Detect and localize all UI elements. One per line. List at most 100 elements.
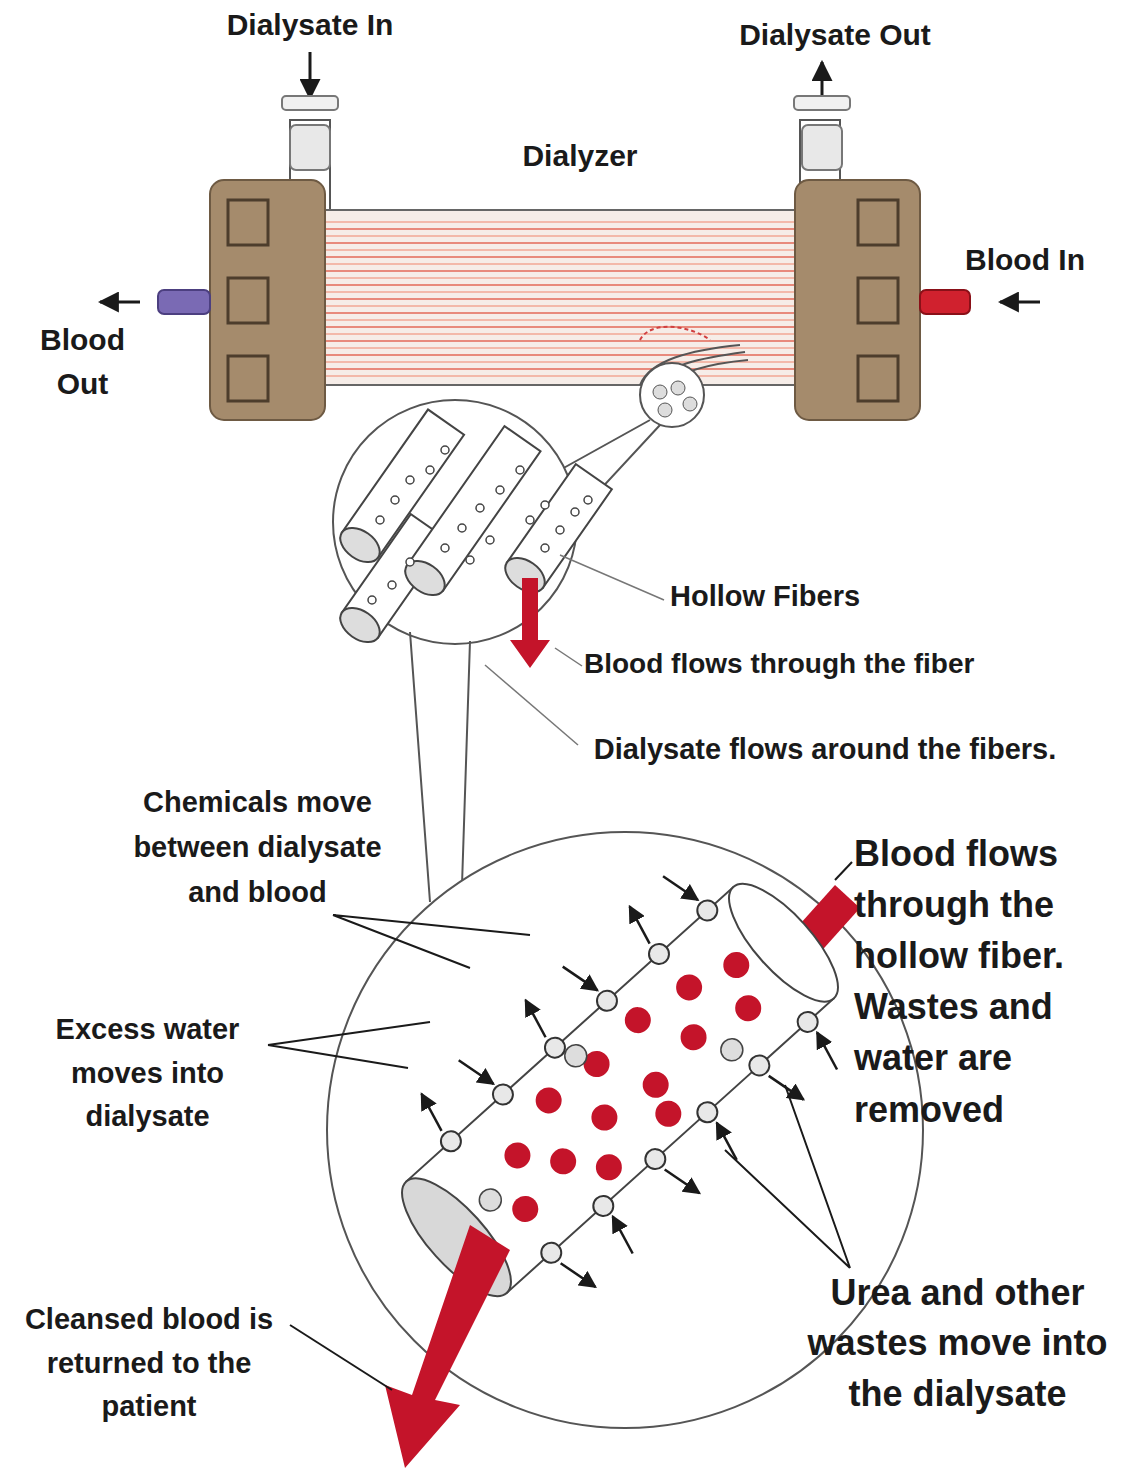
fiber-line: [325, 347, 800, 349]
pore: [526, 516, 534, 524]
fiber-line: [325, 284, 800, 286]
fiber-line: [325, 270, 800, 272]
blood-cell: [591, 1149, 628, 1186]
pore: [516, 466, 524, 474]
part-label: Hollow Fibers: [670, 578, 950, 616]
blood-cell: [675, 1019, 712, 1056]
pore: [388, 581, 396, 589]
pore: [466, 556, 474, 564]
exchange-arrow: [459, 1054, 494, 1091]
flow-arrow: [1000, 301, 1040, 304]
pore: [441, 446, 449, 454]
leader-line: [560, 555, 664, 600]
fiber-line: [325, 235, 800, 237]
pore: [406, 476, 414, 484]
exchange-arrow: [561, 1257, 596, 1294]
pore: [693, 1098, 721, 1126]
blood-cell: [507, 1191, 544, 1228]
leader-line: [555, 648, 582, 666]
fiber-line: [325, 333, 800, 335]
fiber-line: [325, 291, 800, 293]
device-label: Dialyzer: [490, 136, 670, 175]
blood-cell: [499, 1137, 536, 1174]
pore: [496, 486, 504, 494]
flow-note: Blood flows through the fiber: [584, 646, 1119, 682]
pore: [716, 1034, 747, 1065]
exchange-arrow: [414, 1094, 449, 1131]
fiber-line: [325, 326, 800, 328]
fiber-line: [325, 368, 800, 370]
exchange-arrow: [605, 1216, 640, 1253]
leader-line: [268, 1022, 430, 1068]
leader-line: [290, 1325, 392, 1390]
leader-line: [485, 665, 578, 745]
exchange-arrow: [518, 1000, 553, 1037]
blood-cell: [637, 1066, 674, 1103]
port-label: Blood In: [935, 240, 1115, 279]
pore: [437, 1127, 465, 1155]
pore: [584, 496, 592, 504]
pore: [368, 596, 376, 604]
fiber-line: [325, 263, 800, 265]
pore: [426, 466, 434, 474]
fiber-line: [325, 277, 800, 279]
process-note: Urea and other wastes move into the dial…: [800, 1268, 1115, 1419]
fiber-line: [325, 221, 800, 223]
pore: [441, 544, 449, 552]
fiber-line: [325, 312, 800, 314]
pore: [541, 501, 549, 509]
process-note: Excess water moves into dialysate: [15, 1008, 280, 1139]
exchange-arrow: [709, 1123, 744, 1160]
port-label: Dialysate In: [195, 5, 425, 44]
pore: [556, 526, 564, 534]
pore: [571, 508, 579, 516]
fiber-line: [325, 242, 800, 244]
fiber-line: [325, 340, 800, 342]
exchange-arrow: [663, 870, 698, 907]
pore: [458, 524, 466, 532]
fiber-line: [325, 305, 800, 307]
flow-arrow: [309, 52, 312, 98]
flow-arrow: [821, 62, 824, 100]
pore: [391, 496, 399, 504]
blood-cell: [530, 1082, 567, 1119]
pore: [486, 536, 494, 544]
pore: [541, 544, 549, 552]
fiber-line: [325, 249, 800, 251]
pore: [475, 1185, 506, 1216]
exchange-arrow: [810, 1032, 845, 1069]
pore: [541, 1034, 569, 1062]
magnified-single-fiber: [327, 827, 923, 1468]
blood-cell: [718, 947, 755, 984]
pore: [376, 516, 384, 524]
port-label: Dialysate Out: [700, 15, 970, 54]
blood-cell: [650, 1095, 687, 1132]
magnified-fibers: [333, 400, 612, 668]
flow-arrow: [100, 301, 140, 304]
leader-line: [333, 915, 530, 968]
pore: [794, 1008, 822, 1036]
leader-line: [725, 1085, 850, 1268]
fiber-line: [325, 228, 800, 230]
port-label: Blood Out: [15, 318, 150, 405]
process-note: Cleansed blood is returned to the patien…: [4, 1298, 294, 1429]
pore: [645, 940, 673, 968]
callout-pointer: [410, 632, 470, 902]
blood-cell: [730, 990, 767, 1027]
pore: [406, 558, 414, 566]
pore: [589, 1192, 617, 1220]
flow-note: Dialysate flows around the fibers.: [575, 728, 1075, 772]
fiber-line: [325, 319, 800, 321]
blood-cell: [671, 969, 708, 1006]
blood-cell: [619, 1002, 656, 1039]
fiber-line: [325, 375, 800, 377]
process-note: Blood flows through the hollow fiber. Wa…: [854, 828, 1120, 1135]
fiber-line: [325, 298, 800, 300]
exchange-arrow: [563, 960, 598, 997]
process-note: Chemicals move between dialysate and blo…: [115, 780, 400, 915]
blood-cell: [545, 1143, 582, 1180]
exchange-arrow: [622, 906, 657, 943]
fiber-line: [325, 256, 800, 258]
blood-cell: [586, 1099, 623, 1136]
dialyzer-housing: [158, 96, 970, 427]
